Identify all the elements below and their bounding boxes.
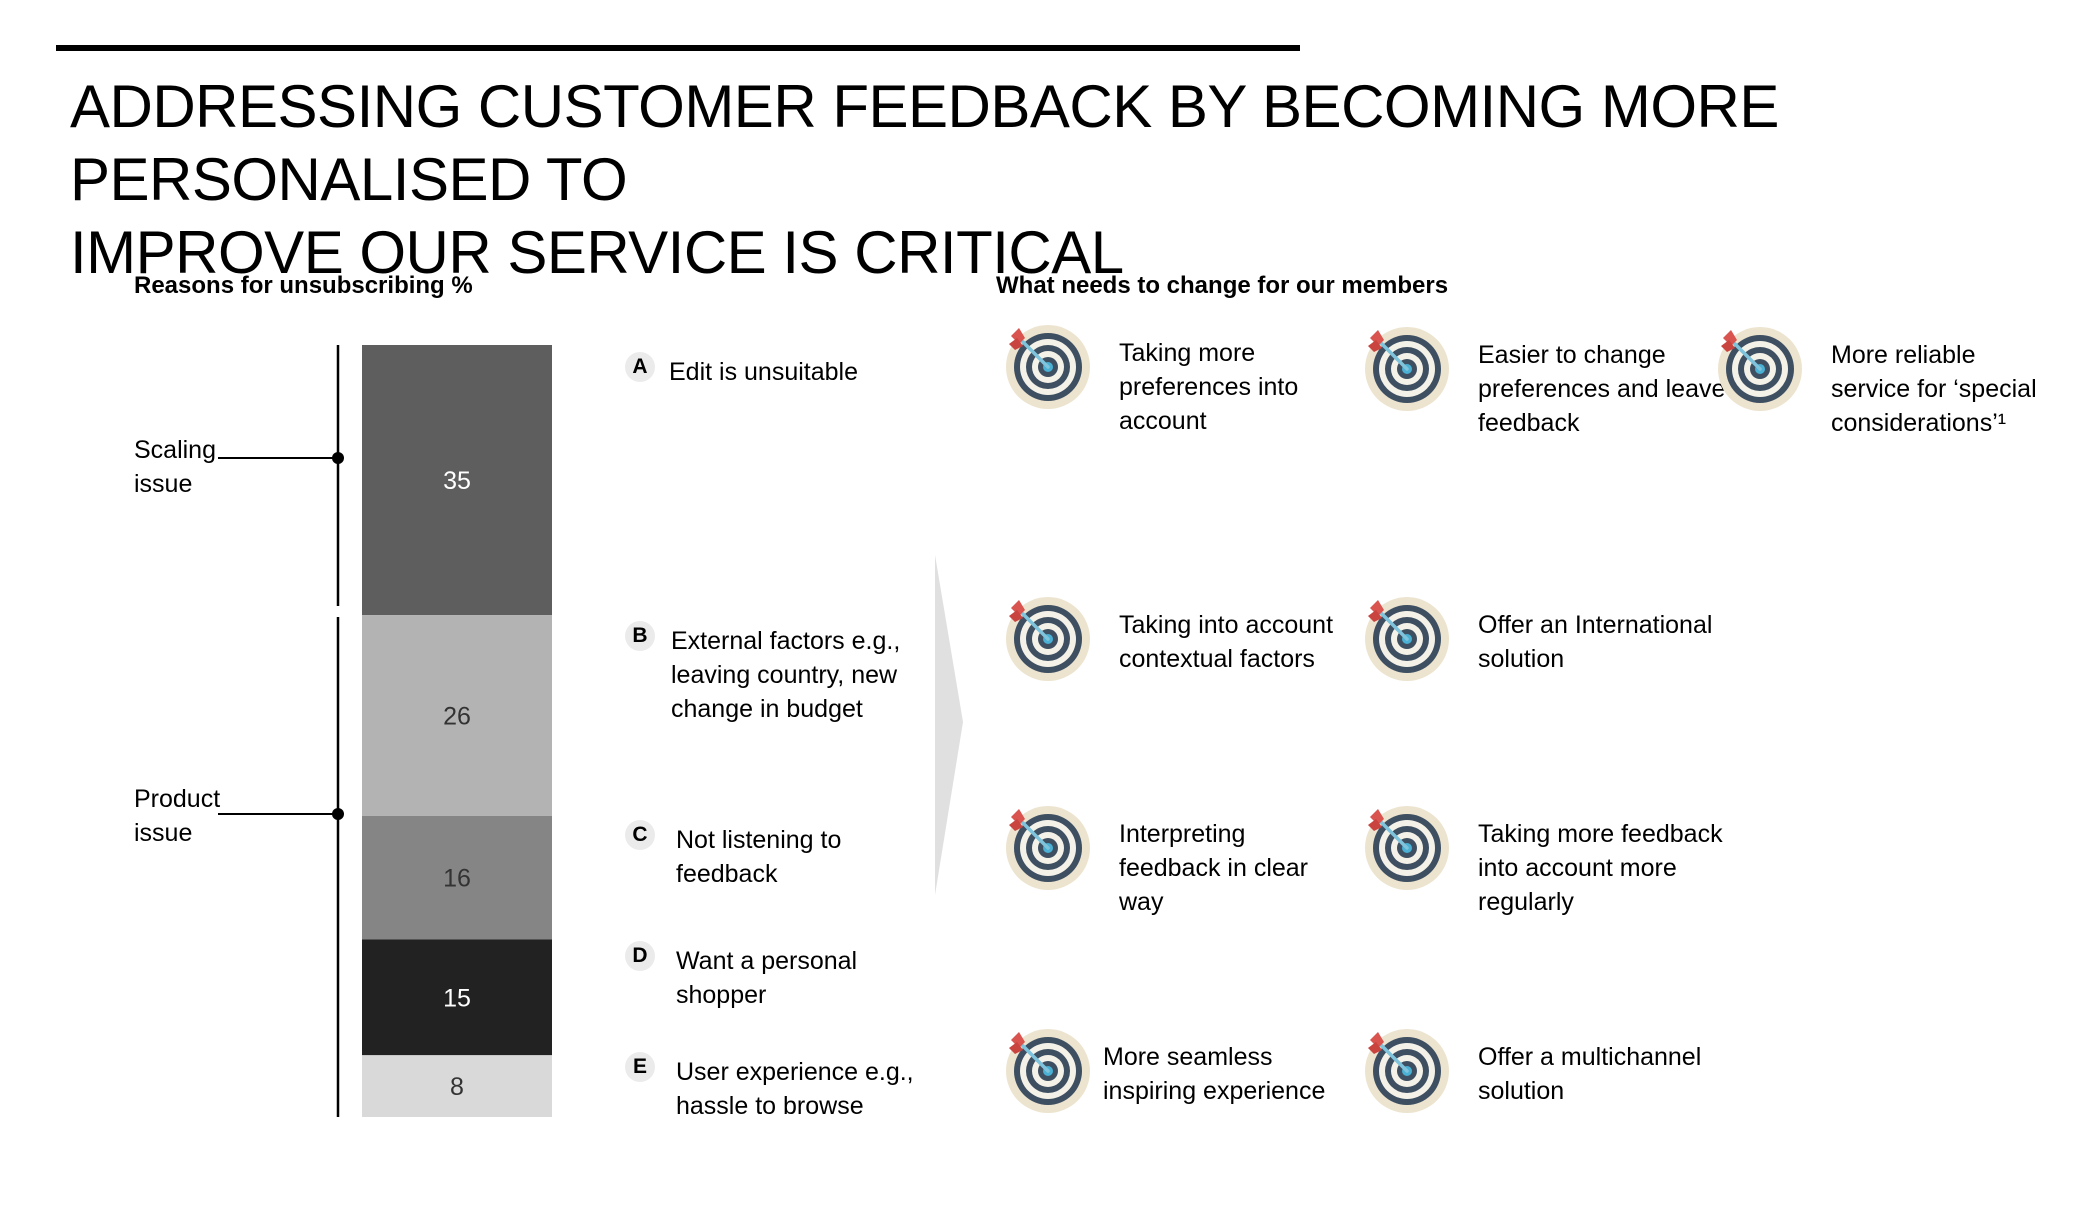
bar-value-label-c: 16 bbox=[443, 865, 471, 893]
reason-a-text: Edit is unsuitable bbox=[669, 358, 859, 386]
target-icon bbox=[1717, 326, 1803, 412]
target-icon bbox=[1364, 805, 1450, 891]
bar-value-label-b: 26 bbox=[443, 703, 471, 731]
title-line-1: ADDRESSING CUSTOMER FEEDBACK BY BECOMING… bbox=[70, 73, 1779, 213]
change-item-6: Interpreting feedback in clear way bbox=[1005, 805, 1308, 919]
target-icon bbox=[1364, 1028, 1450, 1114]
target-icon bbox=[1005, 596, 1091, 682]
change-item-7: Taking more feedback into account more r… bbox=[1364, 805, 1723, 919]
reason-b-badge: B bbox=[625, 621, 655, 651]
reason-c-text: Not listening to feedback bbox=[676, 826, 842, 888]
change-item-3-text: More reliable service for ‘special consi… bbox=[1831, 341, 2037, 437]
bar-value-label-d: 15 bbox=[443, 984, 471, 1012]
slide-title: ADDRESSING CUSTOMER FEEDBACK BY BECOMING… bbox=[70, 70, 2050, 289]
change-item-1: Taking more preferences into account bbox=[1005, 324, 1298, 438]
bar-segment-e bbox=[362, 1055, 552, 1117]
change-item-1-text: Taking more preferences into account bbox=[1119, 339, 1299, 435]
change-item-4: Taking into account contextual factors bbox=[1005, 596, 1333, 682]
scaling-leader-dot bbox=[332, 452, 344, 464]
change-item-9: Offer a multichannel solution bbox=[1364, 1028, 1701, 1114]
group-label-product: Product issue bbox=[134, 785, 221, 847]
reason-a: A Edit is unsuitable bbox=[625, 352, 858, 389]
target-icon bbox=[1005, 1028, 1091, 1114]
reason-d: D Want a personal shopper bbox=[625, 941, 857, 1012]
reason-c: C Not listening to feedback bbox=[625, 820, 841, 891]
target-icon bbox=[1005, 324, 1091, 410]
bar-value-label-e: 8 bbox=[450, 1073, 464, 1101]
bar-segment-a bbox=[362, 345, 552, 616]
bar-segment-b bbox=[362, 615, 552, 816]
group-label-scaling: Scaling issue bbox=[134, 436, 216, 498]
top-rule bbox=[56, 45, 1300, 51]
change-item-3: More reliable service for ‘special consi… bbox=[1717, 326, 2037, 440]
bar-segment-c bbox=[362, 815, 552, 940]
reason-d-text: Want a personal shopper bbox=[676, 947, 858, 1009]
reason-b: B External factors e.g., leaving country… bbox=[625, 621, 900, 726]
title-line-2: IMPROVE OUR SERVICE IS CRITICAL bbox=[70, 219, 1124, 286]
change-item-6-text: Interpreting feedback in clear way bbox=[1119, 820, 1309, 916]
target-icon bbox=[1364, 326, 1450, 412]
flow-arrow bbox=[935, 555, 963, 895]
change-item-2: Easier to change preferences and leave f… bbox=[1364, 326, 1725, 440]
reason-e: E User experience e.g., hassle to browse bbox=[625, 1052, 914, 1123]
reason-b-text: External factors e.g., leaving country, … bbox=[671, 627, 901, 723]
change-item-4-text: Taking into account contextual factors bbox=[1119, 611, 1334, 673]
bar-value-label-a: 35 bbox=[443, 467, 471, 495]
product-leader-dot bbox=[332, 808, 344, 820]
change-item-5-text: Offer an International solution bbox=[1478, 611, 1713, 673]
reason-e-badge: E bbox=[625, 1052, 655, 1082]
chart-title: Reasons for unsubscribing % bbox=[134, 272, 473, 299]
change-item-8: More seamless inspiring experience bbox=[1005, 1028, 1325, 1114]
change-item-5: Offer an International solution bbox=[1364, 596, 1712, 682]
change-item-8-text: More seamless inspiring experience bbox=[1103, 1043, 1326, 1105]
reason-c-badge: C bbox=[625, 820, 655, 850]
change-item-7-text: Taking more feedback into account more r… bbox=[1478, 820, 1723, 916]
group-brackets bbox=[218, 345, 344, 1117]
change-item-2-text: Easier to change preferences and leave f… bbox=[1478, 341, 1726, 437]
target-icon bbox=[1005, 805, 1091, 891]
bar-segment-d bbox=[362, 939, 552, 1056]
change-item-9-text: Offer a multichannel solution bbox=[1478, 1043, 1702, 1105]
target-icon bbox=[1364, 596, 1450, 682]
reason-a-badge: A bbox=[625, 352, 655, 382]
changes-heading: What needs to change for our members bbox=[996, 272, 1449, 299]
reason-d-badge: D bbox=[625, 941, 655, 971]
stacked-bar: 35 26 16 15 8 bbox=[362, 345, 552, 1117]
reason-e-text: User experience e.g., hassle to browse bbox=[676, 1058, 914, 1120]
